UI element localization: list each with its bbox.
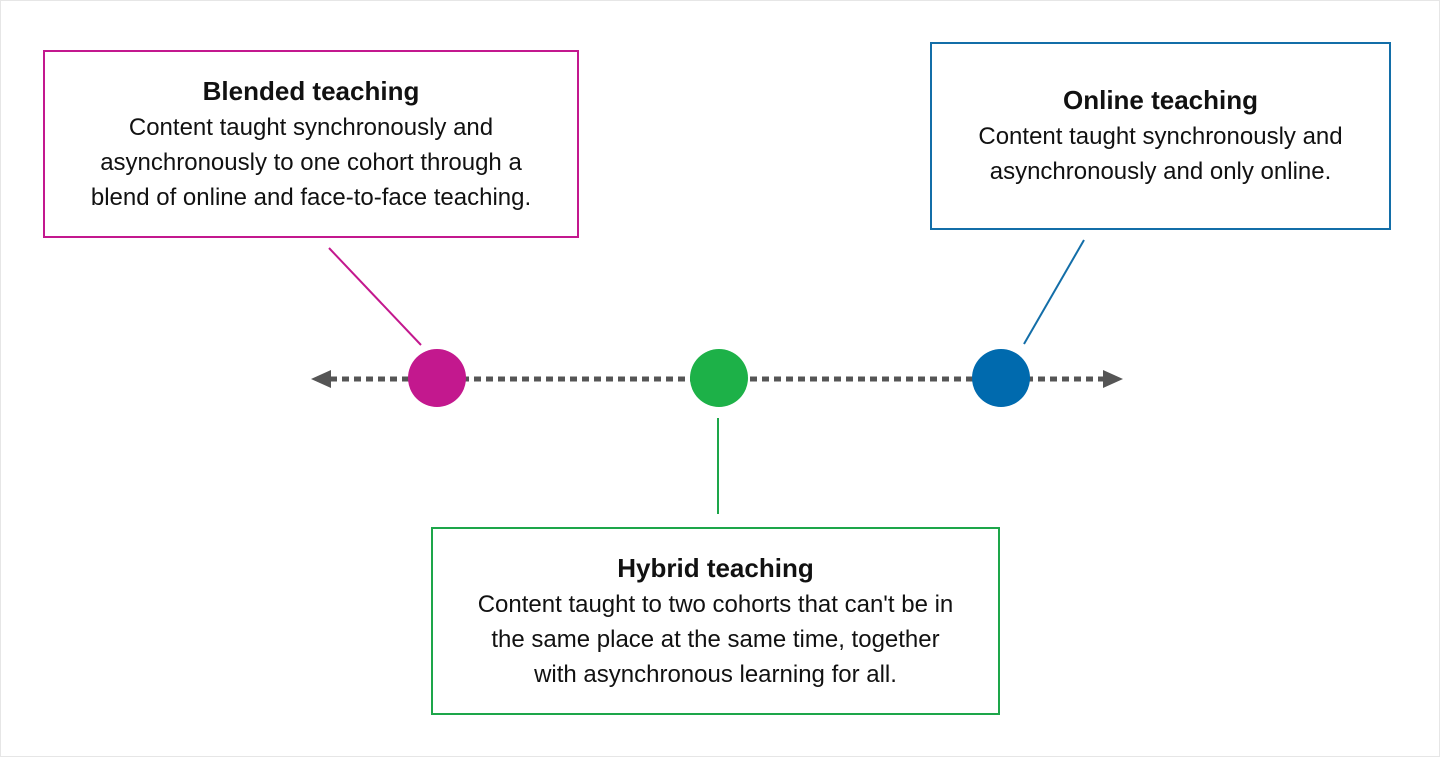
online-connector xyxy=(1023,239,1085,345)
online-teaching-box: Online teaching Content taught synchrono… xyxy=(930,42,1391,230)
hybrid-teaching-description: Content taught to two cohorts that can't… xyxy=(477,590,954,688)
hybrid-teaching-box: Hybrid teaching Content taught to two co… xyxy=(431,527,1000,715)
hybrid-teaching-title: Hybrid teaching xyxy=(617,552,814,583)
blended-teaching-box: Blended teaching Content taught synchron… xyxy=(43,50,579,238)
blended-teaching-title: Blended teaching xyxy=(202,75,420,106)
hybrid-node xyxy=(690,349,748,407)
blended-teaching-description: Content taught synchronously and asynchr… xyxy=(90,113,532,211)
online-node xyxy=(972,349,1030,407)
axis-right-arrow-icon xyxy=(1103,370,1123,388)
blended-node xyxy=(408,349,466,407)
online-teaching-description: Content taught synchronously and asynchr… xyxy=(978,123,1343,185)
axis-left-arrow-icon xyxy=(311,370,331,388)
online-teaching-title: Online teaching xyxy=(1062,85,1259,115)
blended-connector xyxy=(328,247,422,346)
